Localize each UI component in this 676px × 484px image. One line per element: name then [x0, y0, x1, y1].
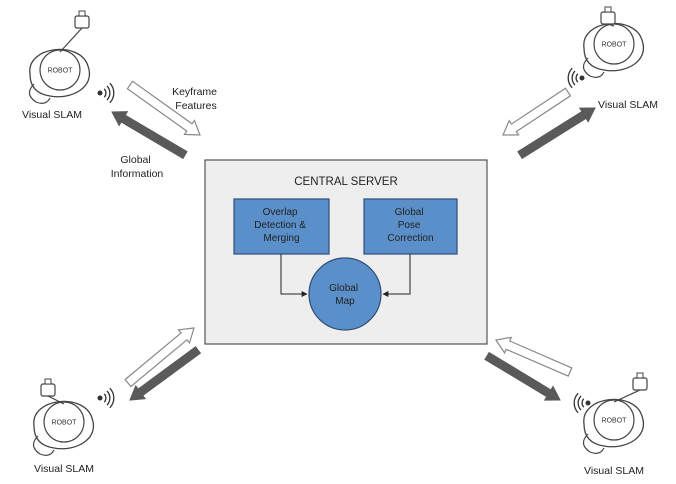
wireless-signal-icon	[567, 67, 585, 89]
robot-arm	[28, 83, 51, 104]
robot-bottom-left: ROBOT Visual SLAM	[32, 378, 115, 475]
keyframe-upload-arrow-top-right	[502, 87, 572, 136]
camera-icon	[600, 6, 616, 27]
robot-label: ROBOT	[52, 420, 78, 427]
camera-icon	[40, 378, 65, 405]
global-pose-correction-label: Global Pose Correction	[387, 207, 433, 244]
global-map-node	[308, 257, 382, 331]
global-info-download-arrow-top-right	[517, 107, 596, 160]
connector-overlap-to-map	[280, 254, 308, 297]
robot-top-left: ROBOT Visual SLAM	[22, 10, 115, 121]
robot-arm	[582, 433, 605, 454]
keyframe-upload-arrow-bottom-right	[494, 336, 573, 377]
wireless-signal-icon	[573, 392, 591, 414]
global-info-download-arrow-bottom-right	[484, 351, 561, 401]
robot-caption: Visual SLAM	[584, 465, 644, 477]
keyframe-upload-arrow-bottom-left	[124, 327, 195, 388]
global-info-download-arrow-bottom-left	[129, 346, 202, 401]
wireless-signal-icon	[97, 82, 115, 104]
keyframe-features-label: Keyframe Features	[172, 86, 220, 112]
robot-arm	[32, 435, 55, 456]
robot-head-circle	[39, 49, 81, 91]
overlap-detection-label: Overlap Detection & Merging	[254, 207, 308, 244]
camera-icon	[613, 372, 648, 403]
robot-caption: Visual SLAM	[22, 109, 82, 121]
robot-label: ROBOT	[602, 42, 628, 49]
connector-pose-to-map	[382, 254, 411, 297]
camera-icon	[59, 10, 90, 53]
robot-arm	[582, 57, 605, 78]
robot-bottom-right: ROBOT Visual SLAM	[573, 372, 648, 477]
global-map-label: Global Map	[329, 283, 361, 307]
overlap-detection-module	[233, 198, 330, 255]
robot-label: ROBOT	[602, 418, 628, 425]
wireless-signal-icon	[97, 387, 115, 409]
keyframe-upload-arrow-top-left	[126, 80, 201, 136]
robot-label: ROBOT	[48, 68, 74, 75]
robot-caption: Visual SLAM	[34, 463, 94, 475]
robot-top-right: ROBOT Visual SLAM	[567, 6, 658, 111]
global-info-download-arrow-top-left	[111, 111, 188, 160]
central-server-title: CENTRAL SERVER	[294, 176, 398, 188]
robot-head-circle	[593, 399, 635, 441]
central-server: CENTRAL SERVER Overlap Detection & Mergi…	[204, 159, 488, 345]
global-information-label: Global Information	[111, 154, 164, 180]
robot-head-circle	[43, 401, 85, 443]
robots-layer: ROBOT Visual SLAM ROBOT Visual SLAM ROBOT Vis…	[22, 6, 658, 477]
arrows-layer	[111, 80, 596, 401]
robot-caption: Visual SLAM	[598, 99, 658, 111]
